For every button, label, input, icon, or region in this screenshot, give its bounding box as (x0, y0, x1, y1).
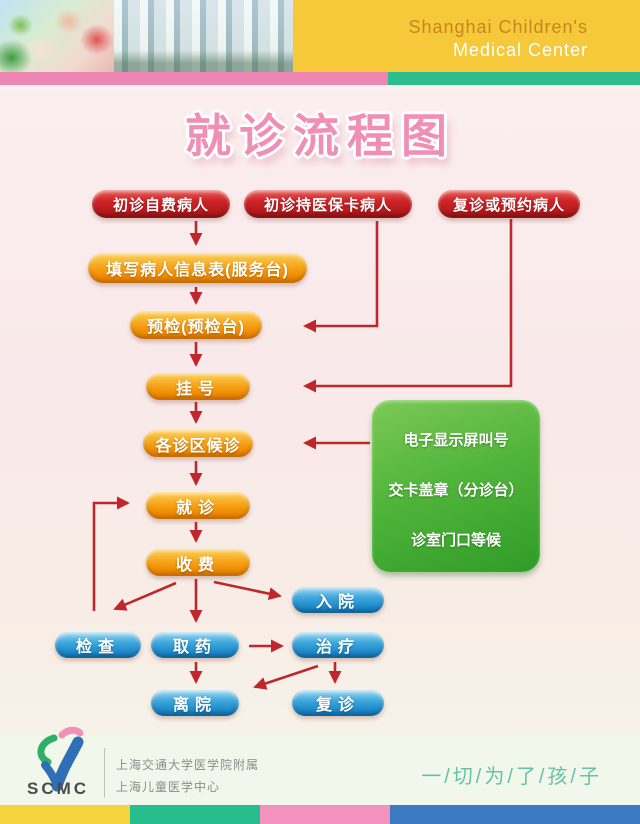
node-first-visit-self-pay: 初诊自费病人 (92, 190, 230, 218)
node-admission: 入院 (292, 587, 384, 613)
brand-block: Shanghai Children's Medical Center (293, 0, 640, 72)
node-examination: 检查 (55, 632, 141, 658)
node-fill-patient-form: 填写病人信息表(服务台) (88, 253, 307, 283)
children-photo (0, 0, 114, 72)
top-stripe-green (388, 72, 640, 85)
org-name-line: 上海儿童医学中心 (116, 780, 221, 794)
info-line-wait-at-door: 诊室门口等候 (410, 532, 501, 549)
info-line-card-stamp: 交卡盖章（分诊台） (388, 482, 524, 499)
node-first-visit-insurance-card: 初诊持医保卡病人 (244, 190, 412, 218)
footer-divider (104, 748, 105, 798)
waiting-info-box: 电子显示屏叫号 交卡盖章（分诊台） 诊室门口等候 (372, 400, 540, 572)
node-precheck: 预检(预检台) (130, 311, 262, 339)
brand-name-line1: Shanghai Children's (408, 17, 588, 37)
node-payment: 收费 (146, 549, 250, 576)
node-return-or-appointment: 复诊或预约病人 (438, 190, 580, 218)
header: Shanghai Children's Medical Center (0, 0, 640, 72)
arrow-return-to-register (303, 219, 513, 393)
bottom-stripe-yellow (0, 805, 130, 824)
arrow-insurance-to-precheck (303, 221, 379, 333)
footer (0, 735, 640, 805)
info-line-screen-call: 电子显示屏叫号 (403, 432, 509, 449)
node-register: 挂号 (146, 373, 250, 400)
page-title: 就诊流程图 (185, 110, 455, 162)
node-doctor-visit: 就诊 (146, 492, 250, 519)
bottom-stripe-green (130, 805, 260, 824)
node-wait-in-clinic-area: 各诊区候诊 (143, 430, 253, 457)
node-discharge: 离院 (151, 690, 239, 716)
bottom-stripe-blue (390, 805, 640, 824)
arrow-exam-back-to-visit (92, 496, 130, 611)
footer-slogan: 一/切/为/了/孩/子 (421, 766, 602, 788)
top-stripe-pink (0, 72, 388, 85)
arrow-treatment-to-discharge (253, 664, 319, 690)
bottom-stripe-pink (260, 805, 390, 824)
brand-name-line2: Medical Center (452, 39, 588, 60)
node-pharmacy: 取药 (151, 632, 239, 658)
node-treatment: 治疗 (292, 632, 384, 658)
arrow-pay-to-exam (113, 581, 177, 611)
scmc-logo-text: SCMC (27, 779, 90, 798)
org-affiliation-line: 上海交通大学医学院附属 (116, 758, 260, 772)
node-follow-up: 复诊 (292, 690, 384, 716)
arrow-pay-to-admission (213, 580, 282, 601)
hospital-aerial-photo (114, 0, 293, 72)
